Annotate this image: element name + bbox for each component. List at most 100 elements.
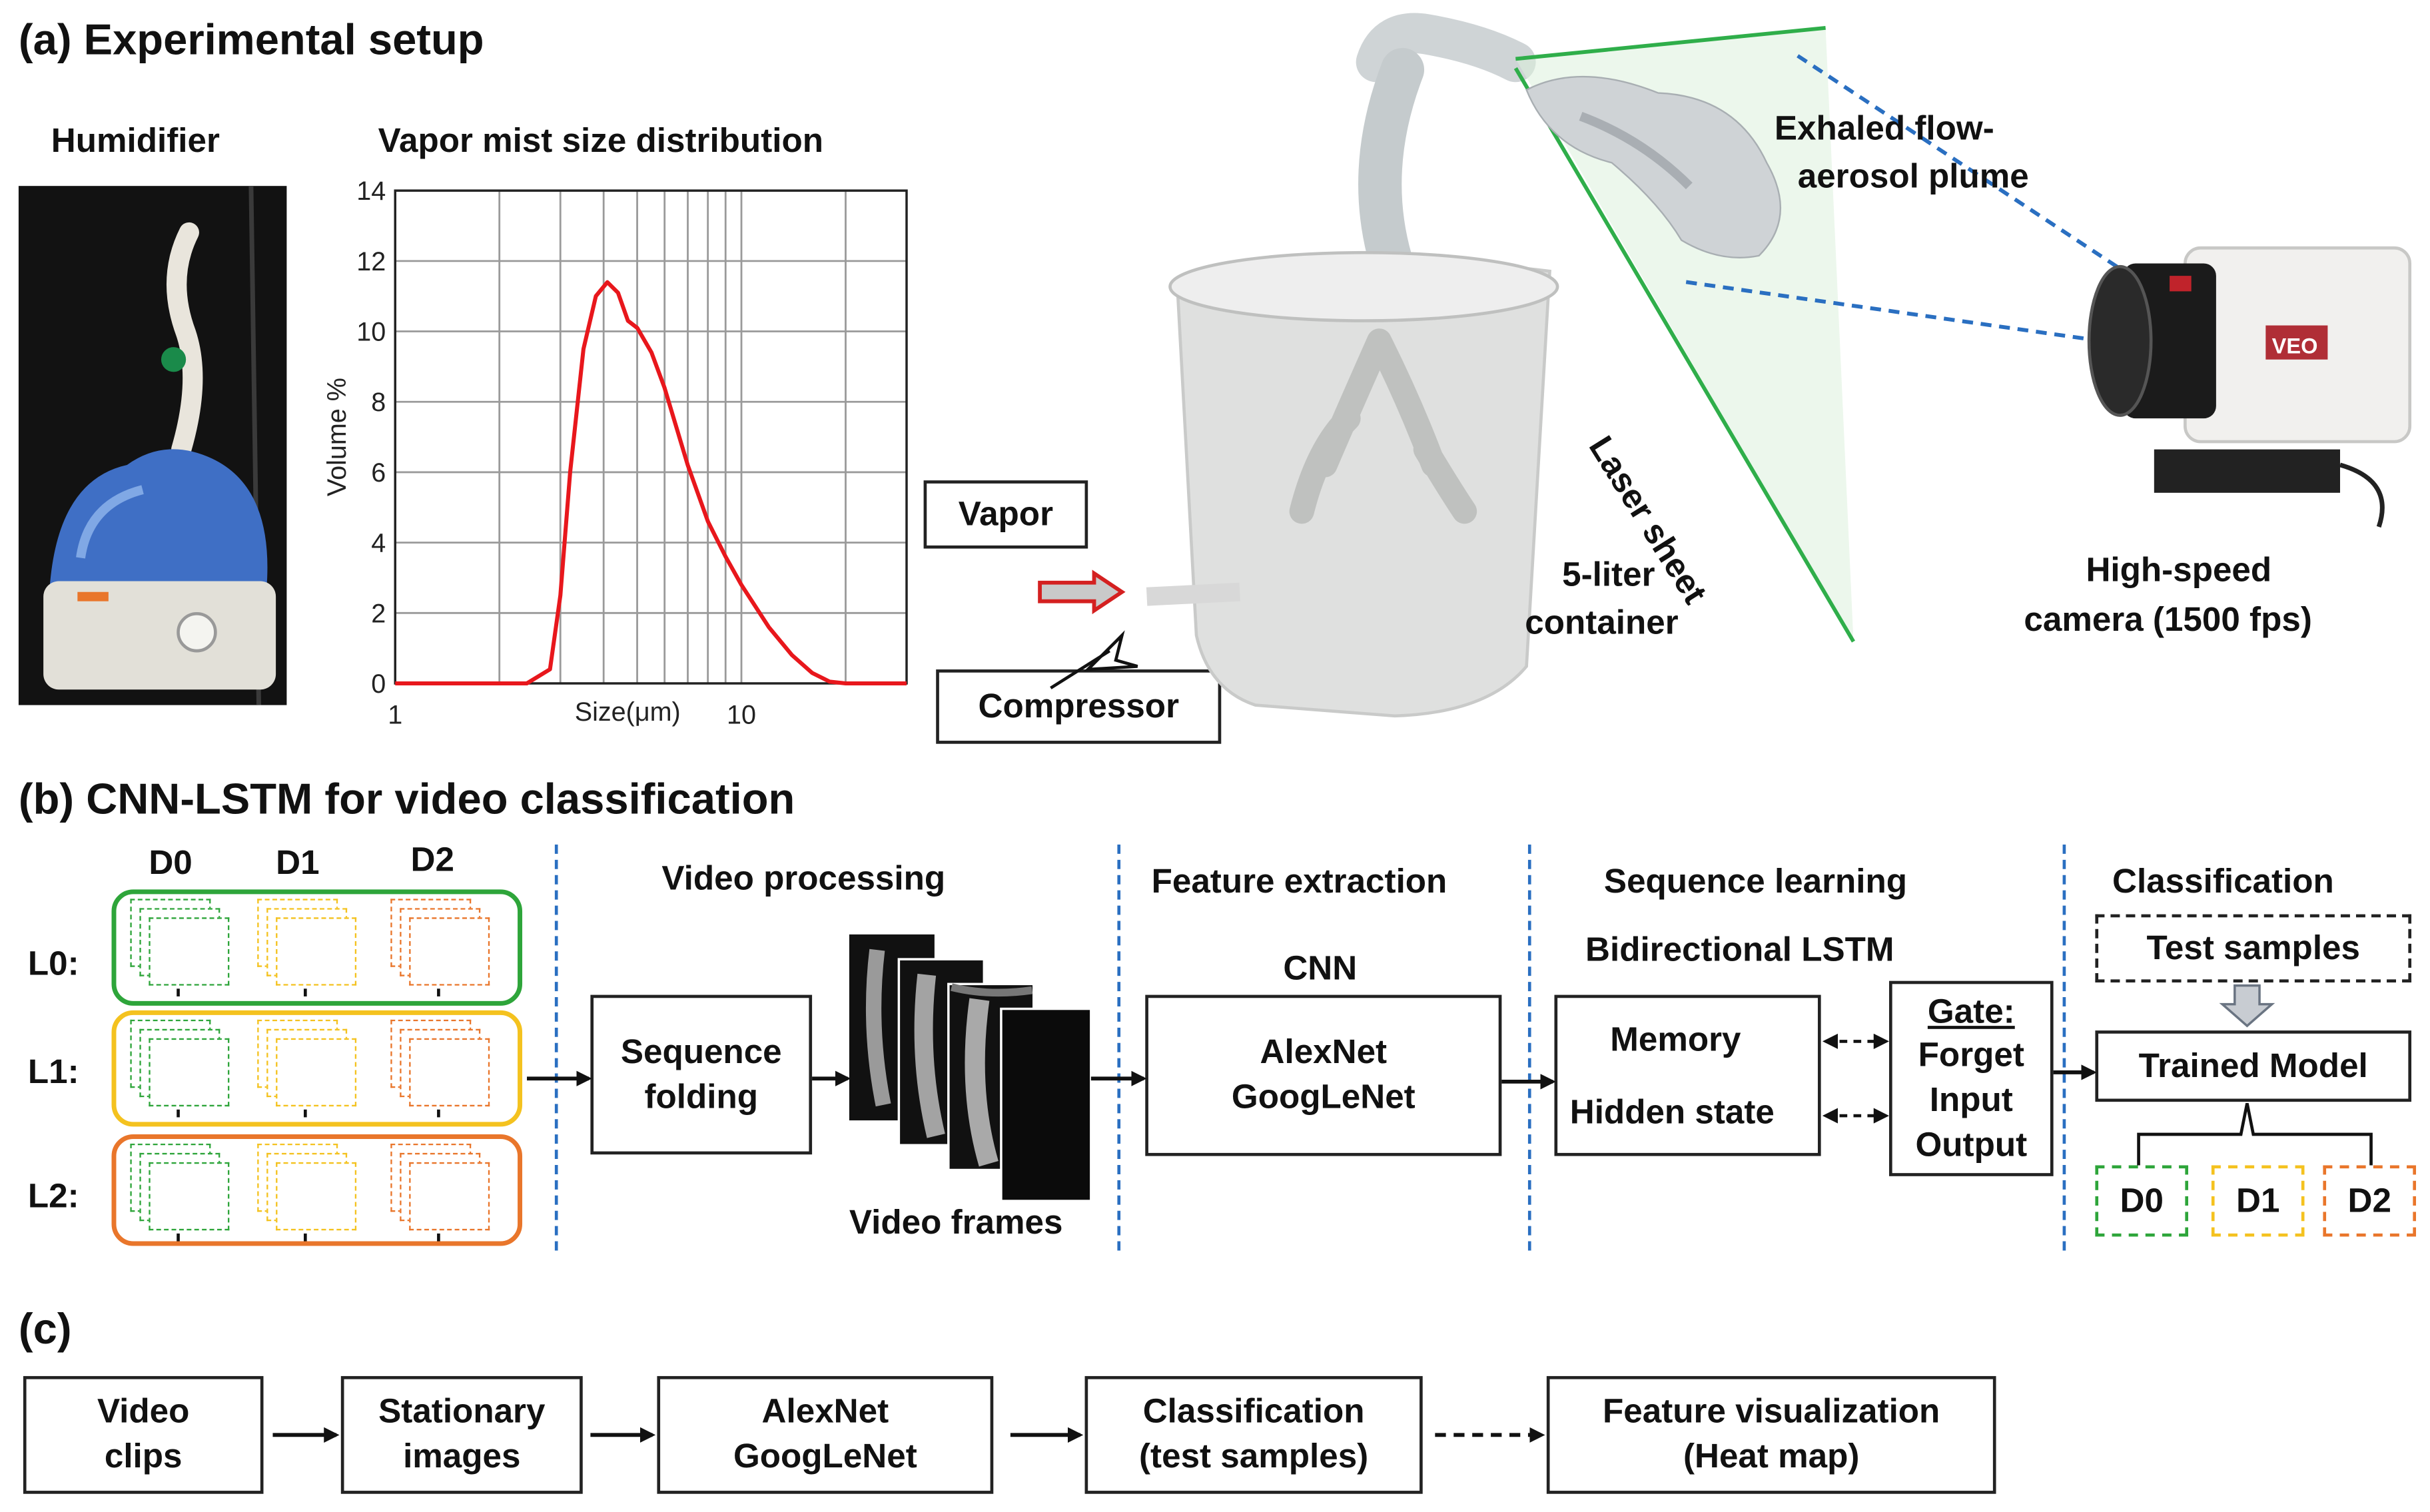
out-d0-box: D0 — [2095, 1165, 2189, 1237]
out-d1-label: D1 — [2235, 1180, 2280, 1220]
col-label-d2: D2 — [410, 839, 454, 879]
camera-label-2: camera (1500 fps) — [2024, 599, 2312, 639]
divider-4 — [2062, 844, 2066, 1251]
group-l0 — [111, 889, 523, 1006]
y-axis-label: Volume % — [322, 378, 352, 496]
step2-line2: images — [403, 1436, 521, 1475]
video-frames-icon — [849, 934, 1092, 1202]
memory-label: Memory — [1610, 1019, 1741, 1058]
y-tick-label: 6 — [371, 458, 386, 488]
inlet-arrows — [1038, 569, 1138, 689]
laser-sheet — [1513, 25, 2137, 643]
hidden-state-label: Hidden state — [1569, 1092, 1775, 1132]
container-label-1: 5-liter — [1562, 554, 1655, 594]
vapor-box: Vapor — [923, 480, 1088, 549]
series-line — [395, 280, 907, 686]
clip-stack-l1-d2 — [390, 1019, 490, 1118]
col-label-d0: D0 — [149, 843, 193, 882]
x-tick-label: 1 — [388, 700, 402, 729]
clip-stack-l2-d2 — [390, 1143, 490, 1242]
step4-line2: (test samples) — [1139, 1436, 1369, 1475]
row-label-l1: L1: — [27, 1052, 79, 1091]
clip-stack-l0-d2 — [390, 899, 490, 996]
y-tick-label: 10 — [356, 317, 386, 346]
step-feature-visualization: Feature visualization (Heat map) — [1546, 1375, 1996, 1494]
video-processing-label: Video processing — [661, 858, 946, 898]
plot-frame — [394, 189, 908, 685]
vapor-label: Vapor — [958, 494, 1054, 533]
test-samples-box: Test samples — [2095, 914, 2412, 983]
gate-box: Gate: Forget Input Output — [1889, 980, 2054, 1176]
humidifier-photo — [18, 186, 287, 705]
cnn-googlenet: GoogLeNet — [1231, 1076, 1416, 1116]
x-tick-label: 10 — [727, 700, 756, 729]
y-tick-label: 12 — [356, 247, 386, 276]
step4-line1: Classification — [1142, 1392, 1365, 1431]
step2-line1: Stationary — [378, 1392, 546, 1431]
row-label-l2: L2: — [27, 1176, 79, 1215]
humidifier-label: Humidifier — [51, 121, 220, 160]
divider-2 — [1117, 844, 1121, 1251]
panel-a-heading: (a) Experimental setup — [18, 15, 484, 64]
high-speed-camera — [2087, 246, 2412, 528]
group-l2 — [111, 1134, 523, 1246]
clip-stack-l2-d1 — [257, 1143, 357, 1242]
compressor-label: Compressor — [978, 685, 1179, 725]
panel-c-heading: (c) — [18, 1304, 72, 1353]
divider-1 — [554, 844, 558, 1251]
sequence-folding-line1: Sequence — [620, 1032, 782, 1071]
test-down-arrow-icon — [2219, 984, 2275, 1028]
step3-line2: GoogLeNet — [733, 1436, 917, 1475]
out-d2-label: D2 — [2347, 1180, 2391, 1220]
sequence-folding-line2: folding — [644, 1076, 759, 1115]
row-label-l0: L0: — [27, 943, 79, 983]
step3-line1: AlexNet — [761, 1392, 889, 1431]
video-frames-label: Video frames — [849, 1202, 1063, 1242]
clip-stack-l1-d1 — [257, 1019, 357, 1118]
y-tick-label: 8 — [371, 388, 386, 417]
group-l1 — [111, 1010, 523, 1127]
lstm-state-box: Memory Hidden state — [1554, 994, 1821, 1156]
y-tick-label: 14 — [356, 177, 386, 206]
step-stationary-images: Stationary images — [340, 1375, 583, 1494]
plume-label-2: aerosol plume — [1797, 156, 2029, 196]
clip-stack-l0-d1 — [257, 899, 357, 996]
test-samples-label: Test samples — [2146, 927, 2361, 967]
clip-stack-l2-d0 — [130, 1143, 230, 1242]
clip-stack-l1-d0 — [130, 1019, 230, 1118]
container-photo — [1146, 13, 1559, 718]
step-video-clips: Video clips — [23, 1375, 264, 1494]
step5-line2: (Heat map) — [1683, 1436, 1860, 1475]
gate-label: Gate: — [1927, 991, 2015, 1030]
bilstm-label: Bidirectional LSTM — [1585, 929, 1894, 969]
out-d0-label: D0 — [2120, 1180, 2164, 1220]
classification-label: Classification — [2112, 861, 2334, 901]
panel-b-heading: (b) CNN-LSTM for video classification — [18, 775, 795, 823]
compressor-arrow-icon — [1084, 630, 1138, 671]
step1-line1: Video — [97, 1392, 190, 1431]
y-tick-label: 0 — [371, 669, 386, 699]
input-label: Input — [1929, 1080, 2013, 1119]
out-d2-box: D2 — [2323, 1165, 2417, 1237]
divider-3 — [1527, 844, 1531, 1251]
cnn-label: CNN — [1283, 948, 1358, 987]
x-axis-label: Size(μm) — [575, 697, 681, 727]
plume-label-1: Exhaled flow- — [1774, 108, 1994, 148]
step5-line1: Feature visualization — [1603, 1392, 1940, 1431]
camera-brand: VEO — [2271, 333, 2318, 358]
step1-line2: clips — [104, 1436, 183, 1475]
output-brace — [2137, 1103, 2373, 1166]
chart-title: Vapor mist size distribution — [378, 121, 824, 160]
y-tick-label: 2 — [371, 599, 386, 628]
forget-label: Forget — [1918, 1036, 2024, 1075]
out-d1-box: D1 — [2211, 1165, 2305, 1237]
vapor-arrow-icon — [1038, 569, 1126, 615]
output-label: Output — [1915, 1124, 2028, 1164]
sequence-learning-label: Sequence learning — [1603, 861, 1908, 901]
col-label-d1: D1 — [276, 843, 320, 882]
